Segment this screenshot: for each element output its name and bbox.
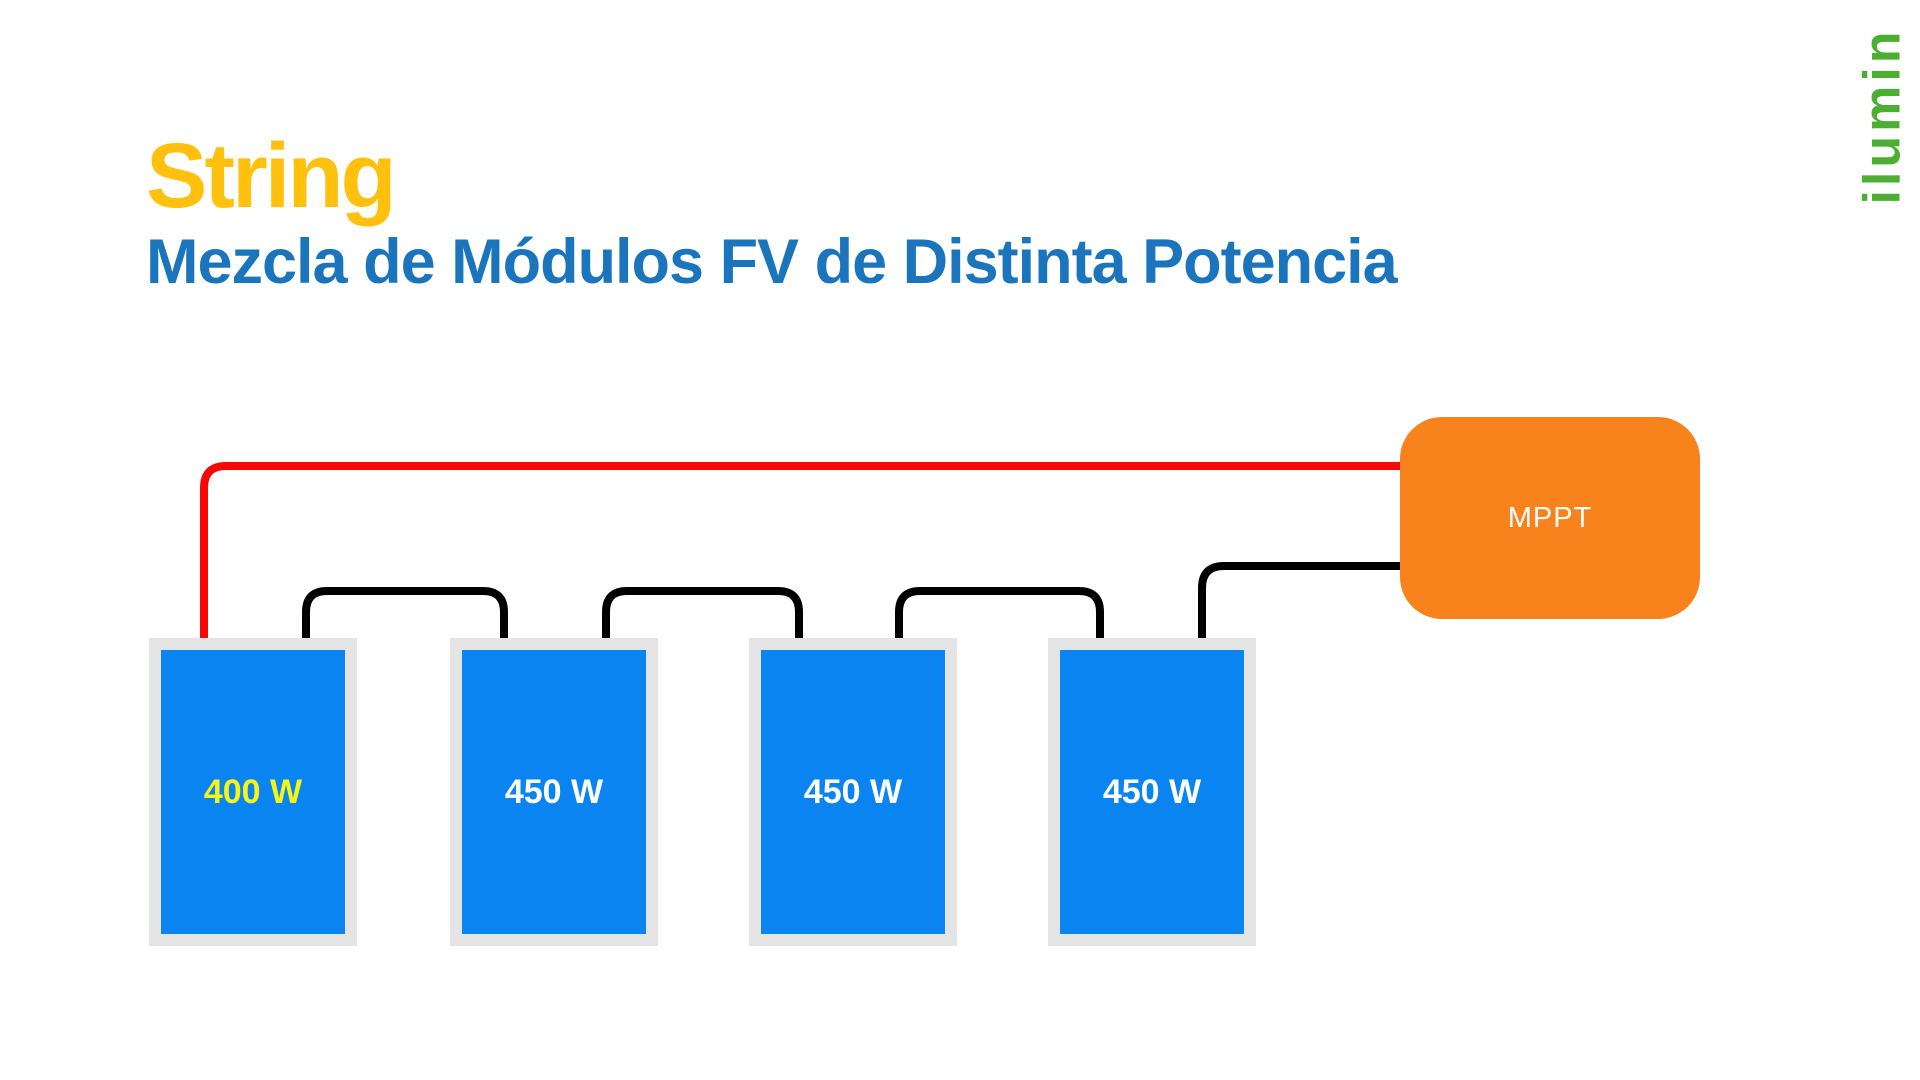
negative-wire <box>1198 562 1400 646</box>
pv-module-1: 400 W <box>149 638 357 946</box>
series-wire-3 <box>895 587 1104 646</box>
pv-module-1-cell: 400 W <box>161 650 345 934</box>
page-title: String <box>146 124 397 227</box>
pv-module-3-label: 450 W <box>803 772 903 811</box>
mppt-box: MPPT <box>1400 417 1700 619</box>
pv-module-2: 450 W <box>450 638 658 946</box>
series-wire-2 <box>602 587 803 646</box>
positive-wire <box>200 462 1400 646</box>
page-subtitle: Mezcla de Módulos FV de Distinta Potenci… <box>146 227 1398 298</box>
pv-module-4-cell: 450 W <box>1060 650 1244 934</box>
mppt-label: MPPT <box>1507 501 1593 534</box>
pv-module-4: 450 W <box>1048 638 1256 946</box>
pv-module-2-label: 450 W <box>504 772 604 811</box>
pv-module-3-cell: 450 W <box>761 650 945 934</box>
pv-module-3: 450 W <box>749 638 957 946</box>
series-wire-1 <box>302 587 508 646</box>
pv-module-1-label: 400 W <box>203 772 303 811</box>
pv-module-4-label: 450 W <box>1102 772 1202 811</box>
pv-module-2-cell: 450 W <box>462 650 646 934</box>
